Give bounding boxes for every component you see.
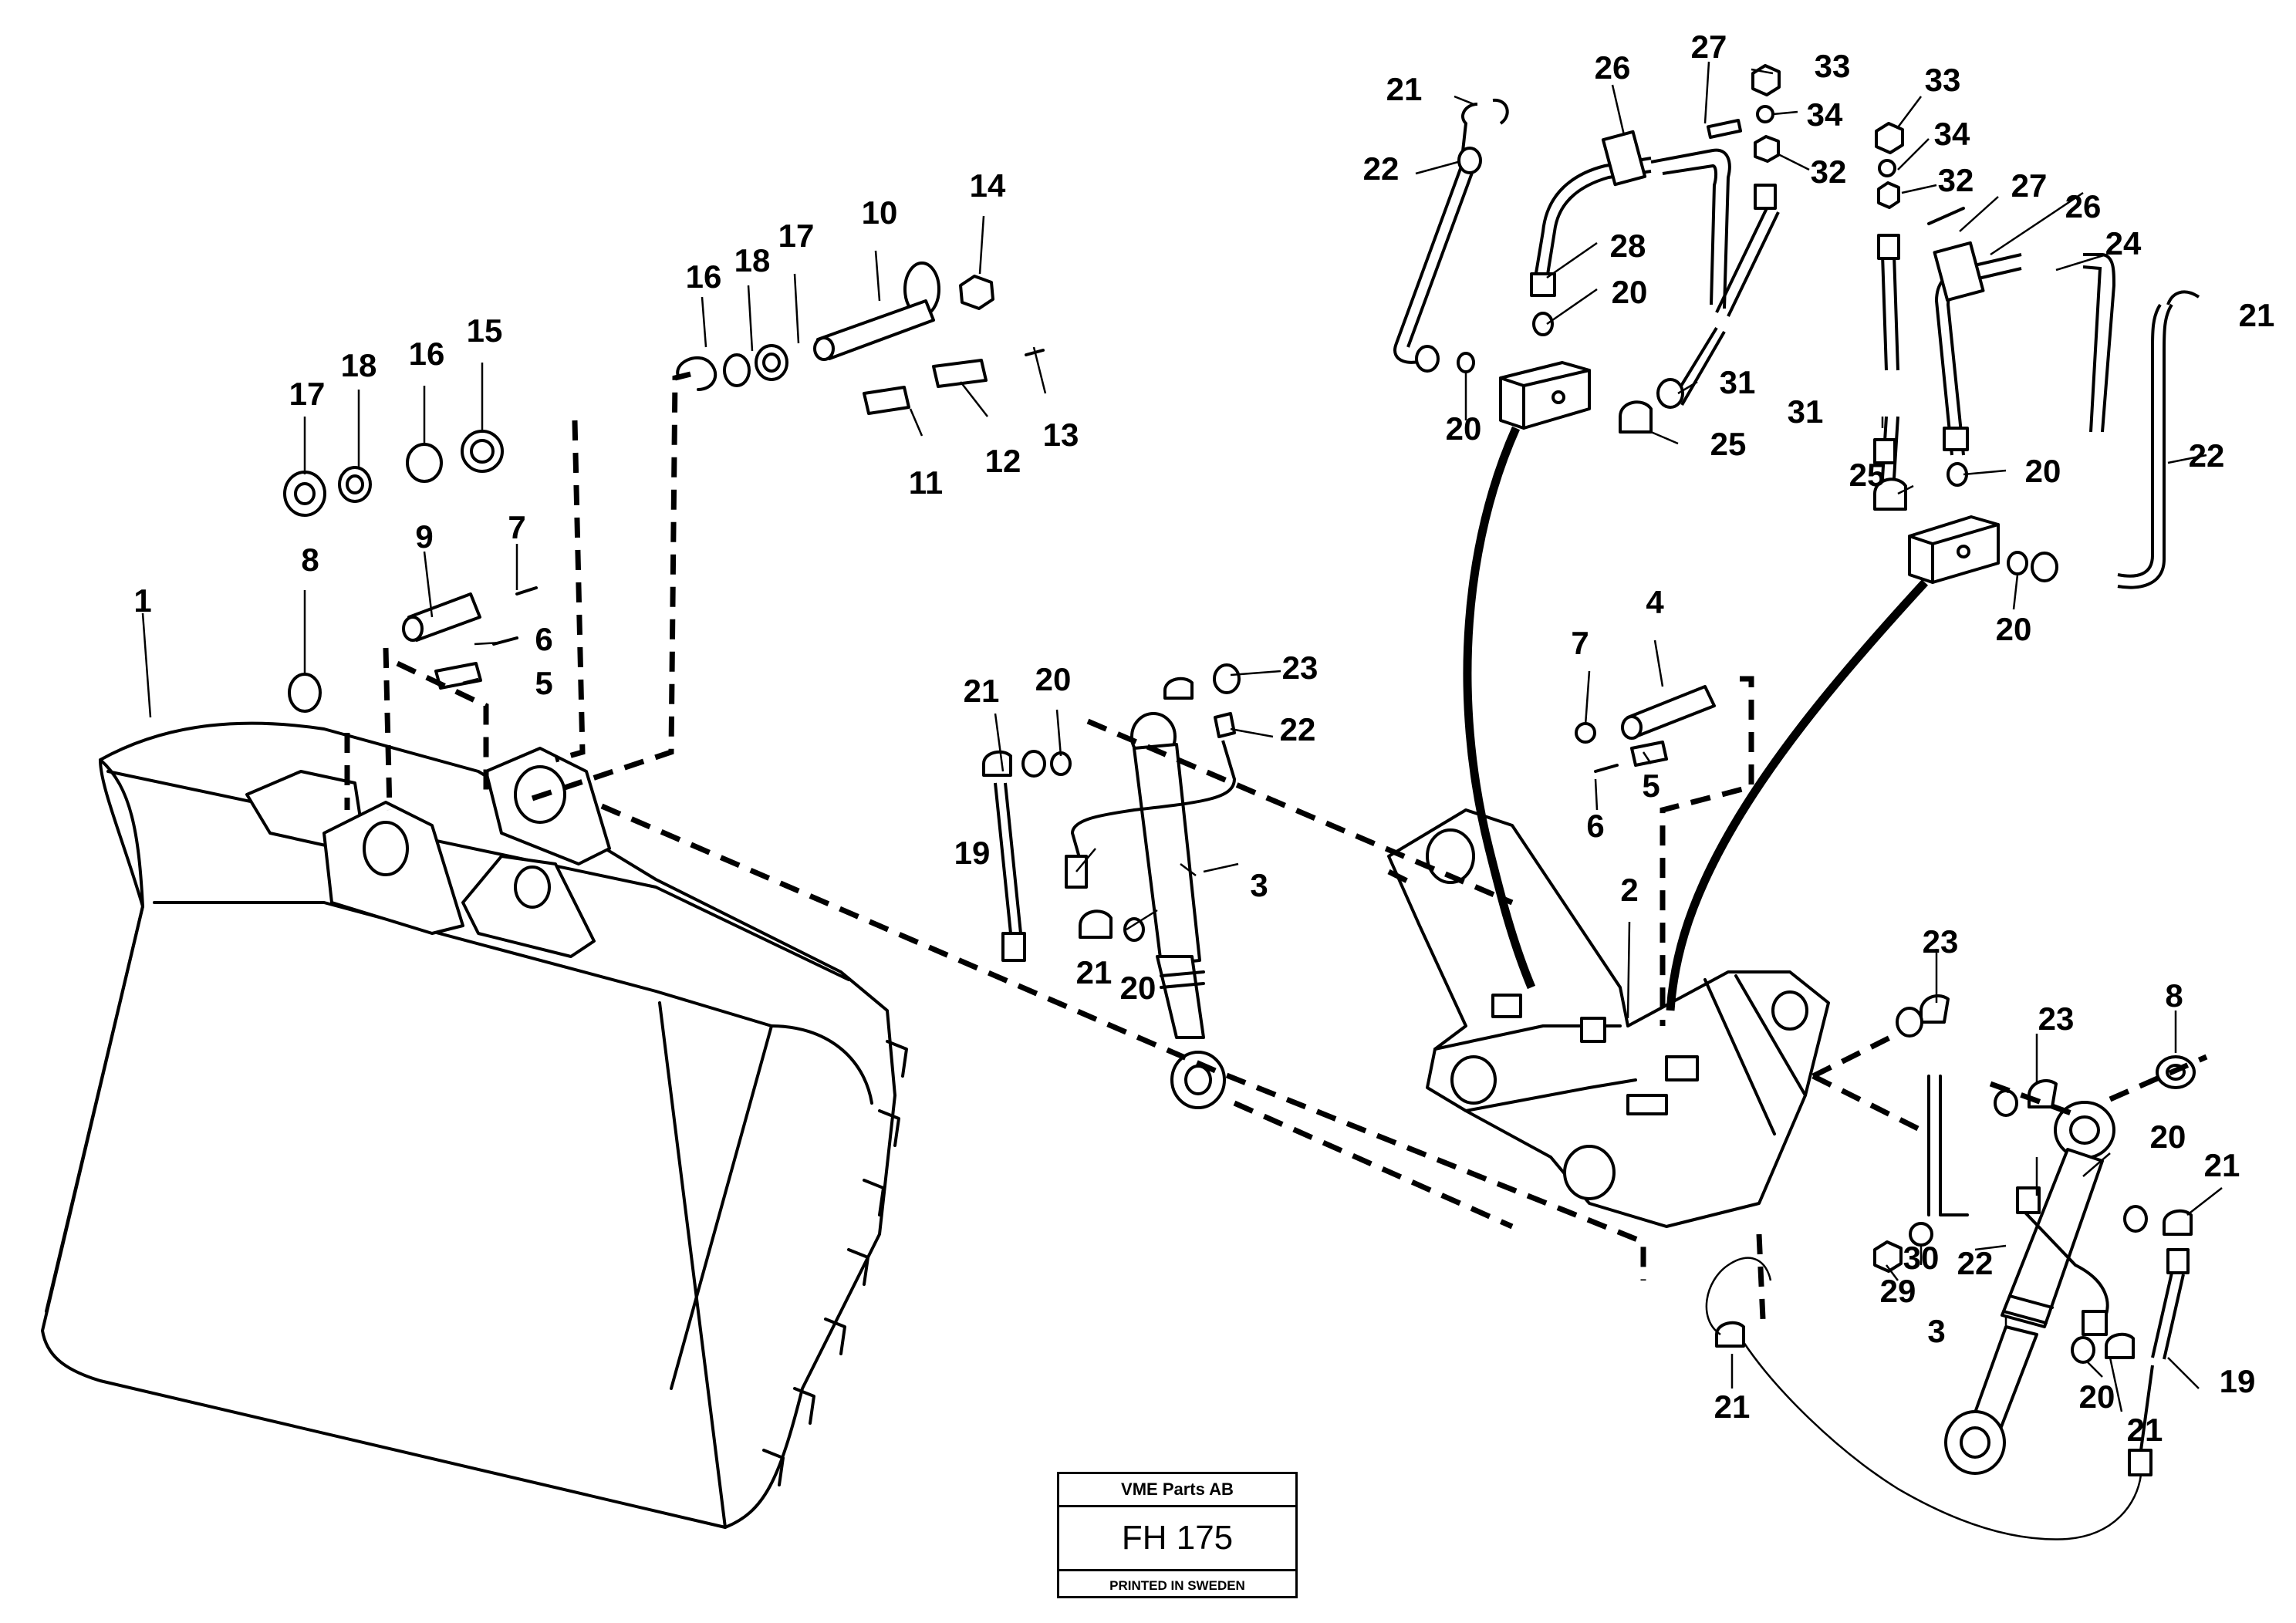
callout-34: 34 — [1934, 116, 1970, 152]
callout-25: 25 — [1710, 426, 1747, 462]
cylinder-right — [1944, 1101, 2115, 1475]
bucket — [41, 721, 908, 1529]
callout-20: 20 — [1446, 410, 1482, 447]
hydraulic-lines-lower-right — [1705, 994, 2193, 1540]
leader-lines — [141, 61, 2223, 1412]
callout-31: 31 — [1720, 364, 1756, 400]
callout-20: 20 — [1612, 274, 1648, 310]
callout-34: 34 — [1807, 96, 1843, 133]
callout-14: 14 — [970, 167, 1006, 204]
fittings-top — [1415, 64, 2058, 582]
callout-20: 20 — [1035, 661, 1072, 697]
callout-20: 20 — [1996, 611, 2032, 647]
callout-29: 29 — [1880, 1273, 1916, 1309]
title-block: VME Parts AB FH 175 PRINTED IN SWEDEN — [1057, 1472, 1298, 1598]
callout-18: 18 — [341, 347, 377, 383]
callout-1: 1 — [133, 582, 151, 619]
callout-21: 21 — [1076, 954, 1113, 990]
callout-25: 25 — [1849, 457, 1886, 493]
callout-21: 21 — [1386, 71, 1423, 107]
callout-5: 5 — [1642, 768, 1660, 804]
callout-22: 22 — [1957, 1245, 1994, 1281]
callout-6: 6 — [535, 621, 552, 657]
callout-8: 8 — [301, 542, 319, 578]
callout-8: 8 — [2165, 977, 2183, 1014]
callout-16: 16 — [686, 258, 722, 295]
hydraulic-lines-top — [1393, 98, 2200, 589]
quick-coupler-bracket — [1387, 808, 1830, 1228]
callout-21: 21 — [1714, 1388, 1751, 1425]
pin-9-assembly — [402, 586, 538, 690]
callout-5: 5 — [535, 665, 552, 701]
callout-20: 20 — [2025, 453, 2061, 489]
callout-27: 27 — [1691, 29, 1727, 65]
callout-10: 10 — [862, 194, 898, 231]
heavy-hoses — [1463, 426, 1929, 1011]
callout-23: 23 — [1282, 650, 1319, 686]
hydraulic-lines-lower-left — [982, 663, 1241, 962]
callout-17: 17 — [289, 376, 326, 412]
callout-13: 13 — [1043, 417, 1079, 453]
title-block-company: VME Parts AB — [1059, 1474, 1295, 1507]
callout-30: 30 — [1903, 1240, 1940, 1276]
distribution-block-left — [1499, 361, 1591, 430]
pin-4-assembly — [1575, 685, 1716, 773]
callout-3: 3 — [1927, 1313, 1945, 1349]
callout-28: 28 — [1610, 228, 1646, 264]
callout-17: 17 — [778, 218, 815, 254]
callout-20: 20 — [2079, 1378, 2115, 1415]
callout-2: 2 — [1620, 872, 1638, 908]
callout-4: 4 — [1646, 584, 1664, 620]
callout-3: 3 — [1250, 867, 1268, 903]
callout-33: 33 — [1925, 62, 1961, 98]
callout-20: 20 — [1120, 970, 1156, 1006]
callout-20: 20 — [2150, 1119, 2186, 1155]
callout-18: 18 — [734, 242, 771, 278]
callout-12: 12 — [985, 443, 1021, 479]
callout-11: 11 — [909, 464, 943, 501]
callout-27: 27 — [2011, 167, 2048, 204]
callout-21: 21 — [2204, 1147, 2240, 1183]
callout-6: 6 — [1586, 808, 1604, 844]
cylinder-left — [1130, 712, 1226, 1109]
callout-16: 16 — [409, 336, 445, 372]
callout-7: 7 — [508, 509, 525, 545]
callout-9: 9 — [415, 518, 433, 555]
callout-26: 26 — [2065, 188, 2102, 224]
callout-labels: 1 2 3 3 4 5 5 6 6 7 7 8 8 9 10 11 12 13 … — [133, 29, 2274, 1448]
callout-21: 21 — [964, 673, 1000, 709]
callout-32: 32 — [1938, 162, 1974, 198]
callout-22: 22 — [1363, 150, 1400, 187]
distribution-block-right — [1908, 515, 2000, 584]
callout-22: 22 — [1280, 711, 1316, 747]
callout-23: 23 — [1923, 923, 1959, 960]
bushing-set-left — [283, 430, 504, 713]
callout-32: 32 — [1811, 154, 1847, 190]
pin-assembly-top — [676, 262, 1045, 415]
callout-22: 22 — [2189, 437, 2225, 474]
callout-21: 21 — [2127, 1412, 2163, 1448]
title-block-printed: PRINTED IN SWEDEN — [1109, 1578, 1245, 1593]
callout-31: 31 — [1788, 393, 1824, 430]
callout-15: 15 — [467, 312, 503, 349]
callout-21: 21 — [2239, 297, 2275, 333]
callout-19: 19 — [954, 835, 991, 871]
assembly-dashed-lines — [344, 371, 2208, 1320]
title-block-code: FH 175 — [1059, 1507, 1295, 1571]
callout-26: 26 — [1595, 49, 1631, 86]
callout-19: 19 — [2220, 1363, 2256, 1399]
callout-24: 24 — [2105, 225, 2142, 262]
callout-33: 33 — [1815, 48, 1851, 84]
callout-23: 23 — [2038, 1000, 2075, 1037]
callout-7: 7 — [1571, 625, 1589, 661]
